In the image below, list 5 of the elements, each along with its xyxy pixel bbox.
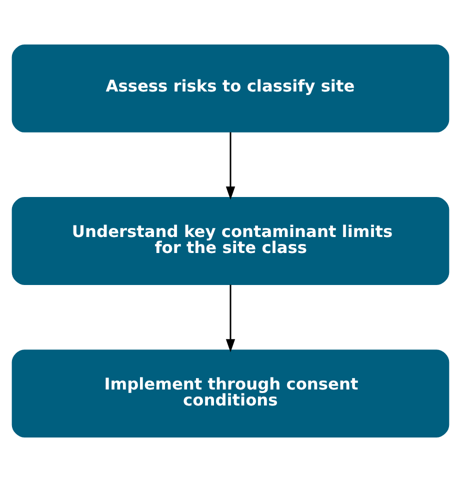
node-box: Understand key contaminant limits for the site class <box>12 196 450 284</box>
node-box: Assess risks to classify site <box>12 44 450 132</box>
arrow <box>226 284 236 352</box>
node-box: Implement through consent conditions <box>12 349 450 437</box>
arrow <box>226 132 236 200</box>
